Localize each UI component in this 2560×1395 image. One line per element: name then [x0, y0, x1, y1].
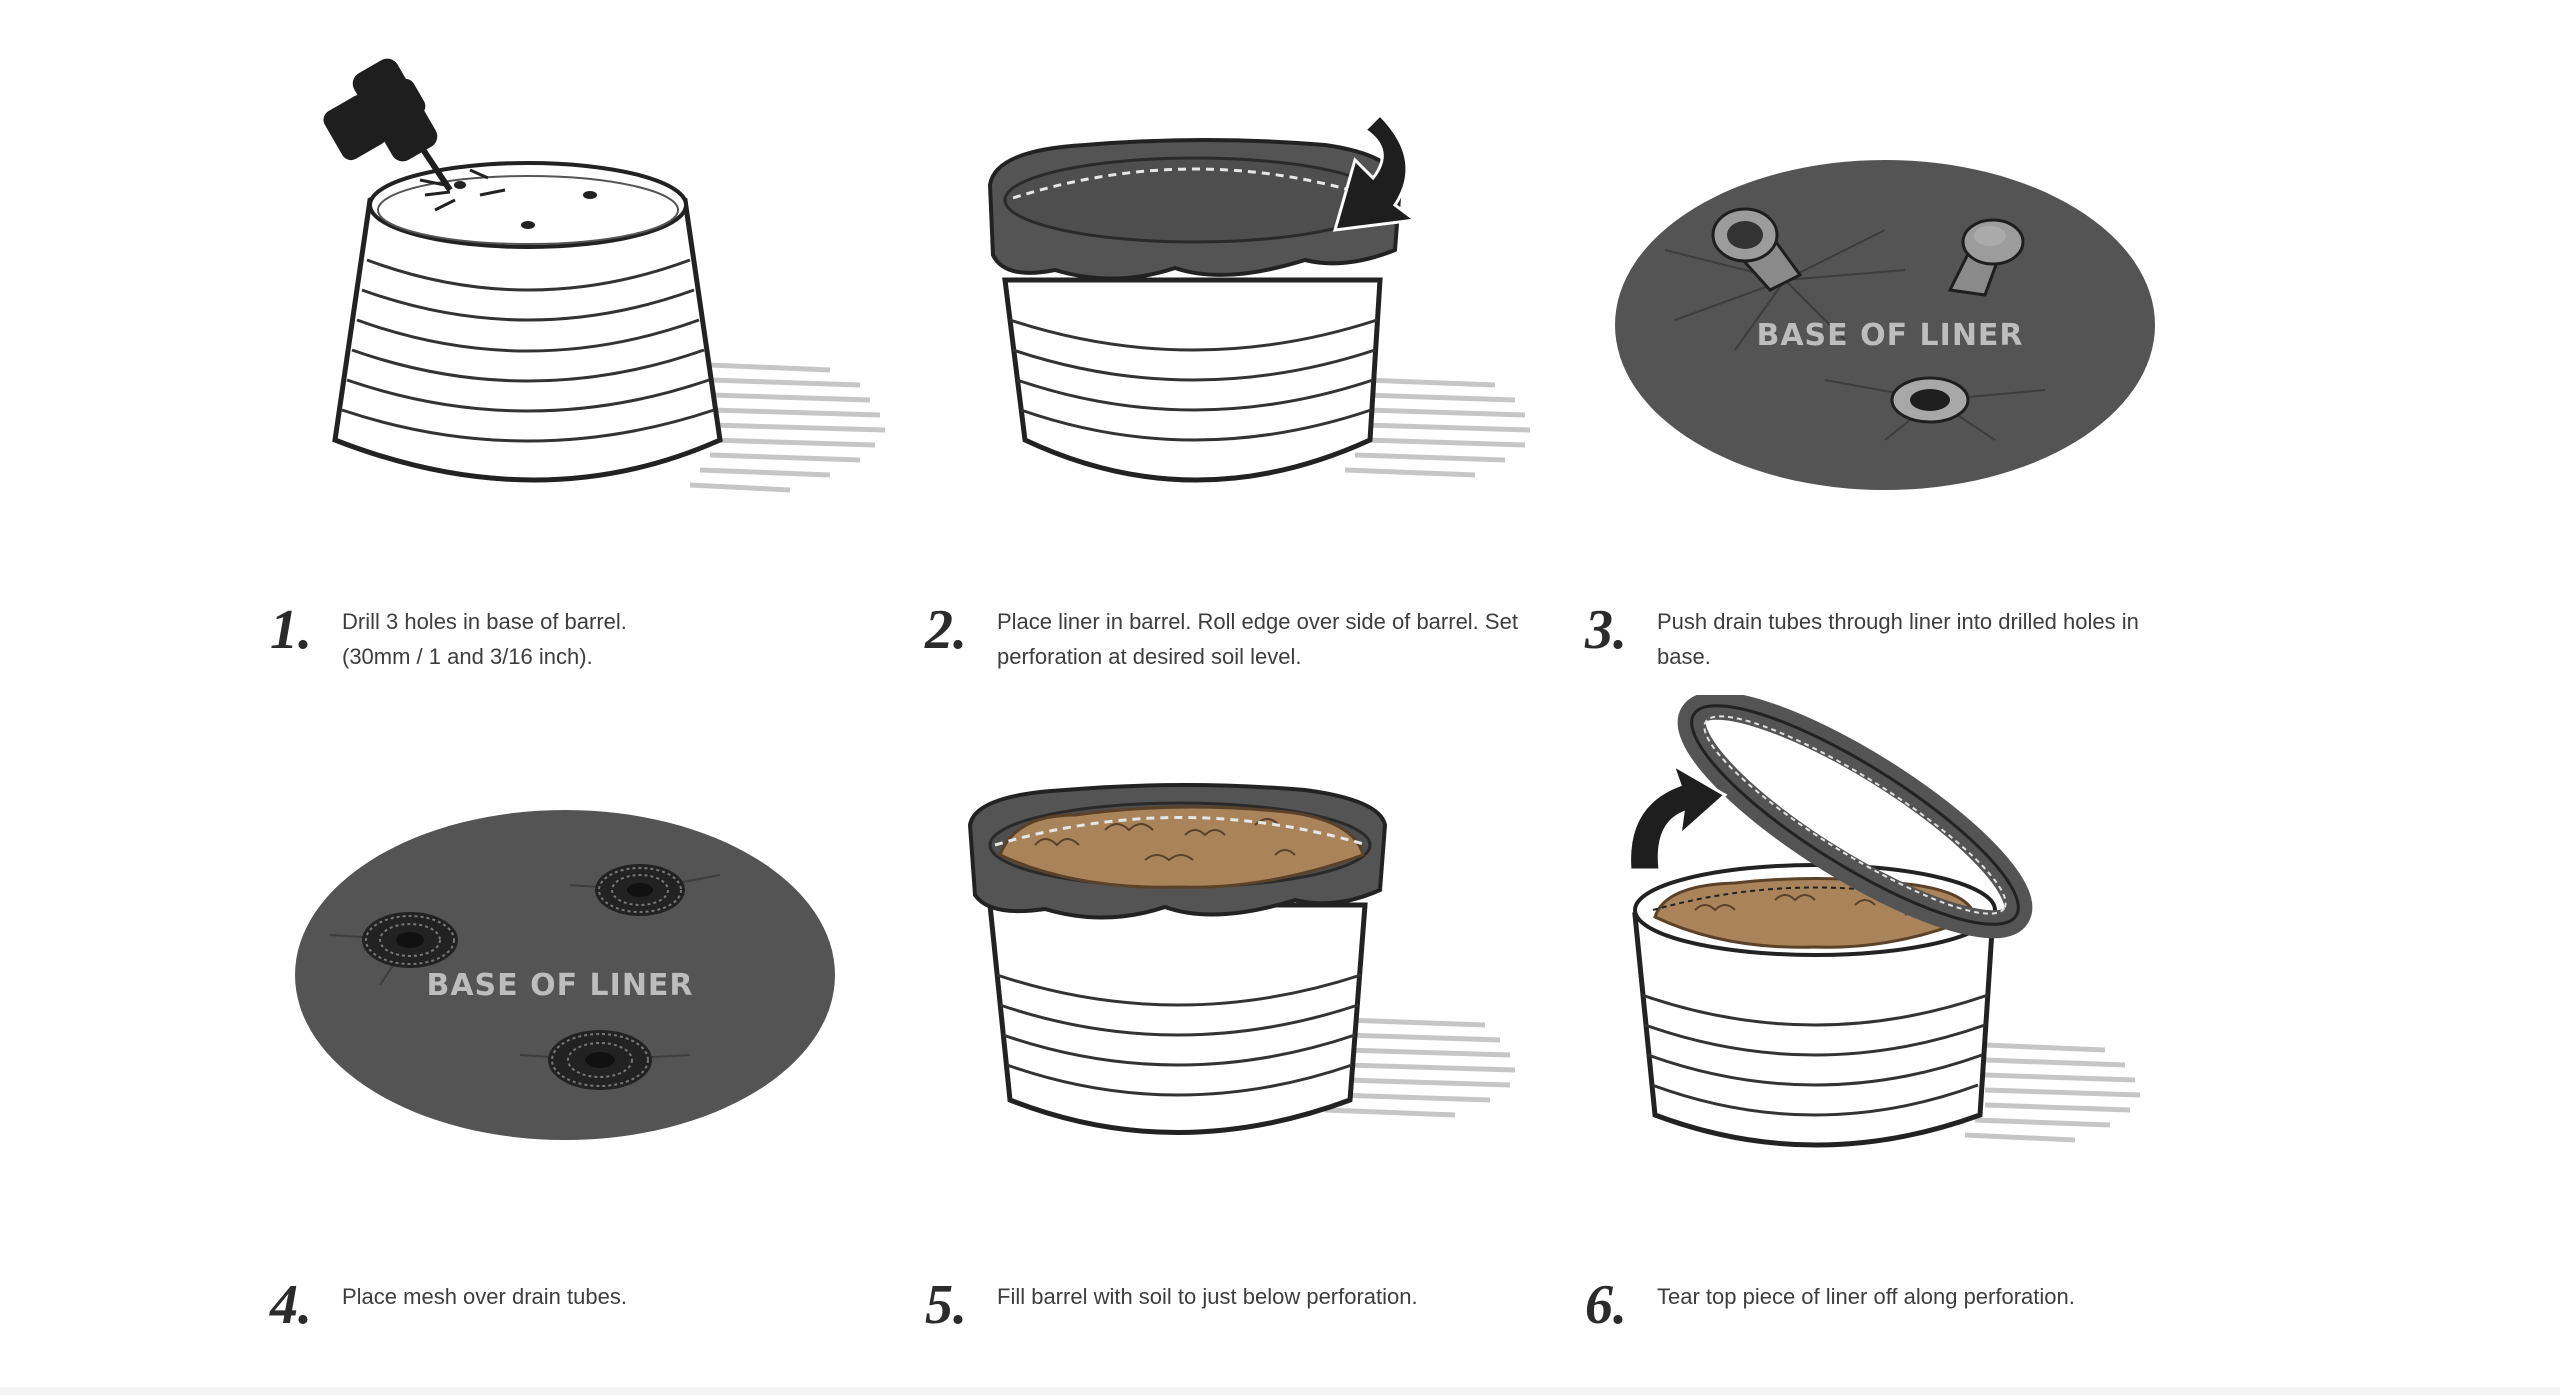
step-3-illustration: BASE OF LINER: [1585, 20, 2225, 580]
instruction-line: Drill 3 holes in base of barrel.: [342, 609, 627, 634]
soil: [998, 805, 1365, 889]
drill-icon: [323, 58, 453, 192]
step-6-illustration: [1585, 695, 2225, 1255]
barrel-ribs: [996, 973, 1362, 1097]
barrel-shadow: [689, 362, 886, 493]
barrel-shadow: [1964, 1042, 2141, 1143]
lift-arrow-icon: [1628, 761, 1728, 872]
instruction-line: Place mesh over drain tubes.: [342, 1284, 627, 1309]
drilled-hole: [454, 181, 466, 189]
instruction-line: Place liner in barrel. Roll edge over si…: [997, 609, 1518, 634]
step-2: 2. Place liner in barrel. Roll edge over…: [925, 20, 1565, 700]
liner-base-label: BASE OF LINER: [1756, 318, 2023, 353]
step-5-caption: 5. Fill barrel with soil to just below p…: [925, 1275, 1565, 1335]
step-2-illustration: [925, 20, 1565, 580]
step-number: 2.: [925, 599, 967, 661]
barrel-body: [1632, 912, 1996, 1148]
drain-tube-icon: [1947, 218, 2025, 297]
step-number: 3.: [1585, 599, 1627, 661]
liner-base-label: BASE OF LINER: [426, 968, 693, 1003]
barrel-liner-illustration: [987, 112, 1531, 483]
barrel-drill-illustration: [323, 58, 886, 493]
roll-arrow-icon: [1332, 112, 1419, 232]
mesh-icon: [548, 1030, 652, 1090]
mesh-icon: [595, 864, 685, 916]
soil-texture: [1034, 818, 1296, 862]
torn-liner-ring: [1677, 695, 2033, 939]
step-4-caption: 4. Place mesh over drain tubes.: [270, 1275, 910, 1335]
step-instructions: Drill 3 holes in base of barrel. (30mm /…: [342, 600, 902, 674]
liner-base: [295, 810, 835, 1140]
instruction-line: Fill barrel with soil to just below perf…: [997, 1284, 1418, 1309]
instruction-line: Push drain tubes through liner into dril…: [1657, 609, 2139, 634]
step-1: 1. Drill 3 holes in base of barrel. (30m…: [270, 20, 910, 700]
drain-tube-icon: [1711, 207, 1803, 292]
liner-base-mesh-illustration: BASE OF LINER: [295, 810, 835, 1140]
step-5-illustration: [925, 695, 1565, 1255]
instruction-line: (30mm / 1 and 3/16 inch).: [342, 644, 593, 669]
barrel-shadow: [1344, 377, 1531, 478]
barrel-soil-illustration: [967, 783, 1516, 1135]
instruction-line: Tear top piece of liner off along perfor…: [1657, 1284, 2075, 1309]
drill-sparks: [419, 168, 506, 212]
step-number: 5.: [925, 1274, 967, 1336]
step-number: 4.: [270, 1274, 312, 1336]
step-instructions: Place mesh over drain tubes.: [342, 1275, 902, 1314]
drilled-hole: [521, 221, 535, 229]
perforation-line: [1012, 167, 1378, 200]
step-instructions: Place liner in barrel. Roll edge over si…: [997, 600, 1557, 674]
step-instructions: Push drain tubes through liner into dril…: [1657, 600, 2217, 674]
barrel-shadow: [1324, 1017, 1516, 1118]
step-3: BASE OF LINER 3. Push drain tubes throug…: [1585, 20, 2225, 700]
step-1-illustration: [270, 20, 910, 580]
step-2-caption: 2. Place liner in barrel. Roll edge over…: [925, 600, 1565, 674]
step-6: 6. Tear top piece of liner off along per…: [1585, 695, 2225, 1375]
barrel-ribs: [1641, 993, 1989, 1117]
step-number: 1.: [270, 599, 312, 661]
barrel-body: [987, 902, 1368, 1135]
perforation-line: [994, 816, 1368, 847]
step-5: 5. Fill barrel with soil to just below p…: [925, 695, 1565, 1375]
step-number: 6.: [1585, 1274, 1627, 1336]
step-1-caption: 1. Drill 3 holes in base of barrel. (30m…: [270, 600, 910, 674]
mesh-icon: [362, 912, 458, 968]
step-instructions: Tear top piece of liner off along perfor…: [1657, 1275, 2217, 1314]
step-3-caption: 3. Push drain tubes through liner into d…: [1585, 600, 2225, 674]
step-4: BASE OF LINER 4. Place mesh over drain t…: [270, 695, 910, 1375]
barrel-ribs: [341, 258, 715, 443]
liner-base-drain-tubes-illustration: BASE OF LINER: [1615, 160, 2155, 490]
step-instructions: Fill barrel with soil to just below perf…: [997, 1275, 1557, 1314]
instruction-line: perforation at desired soil level.: [997, 644, 1302, 669]
instruction-line: base.: [1657, 644, 1711, 669]
torn-perforation: [1652, 886, 1978, 911]
step-4-illustration: BASE OF LINER: [270, 695, 910, 1255]
barrel-ribs: [1009, 318, 1378, 442]
barrel-tear-liner-illustration: [1628, 695, 2141, 1148]
drilled-hole: [583, 191, 597, 199]
drain-hole-icon: [1890, 376, 1970, 424]
bottom-divider: [0, 1387, 2560, 1395]
step-6-caption: 6. Tear top piece of liner off along per…: [1585, 1275, 2225, 1335]
